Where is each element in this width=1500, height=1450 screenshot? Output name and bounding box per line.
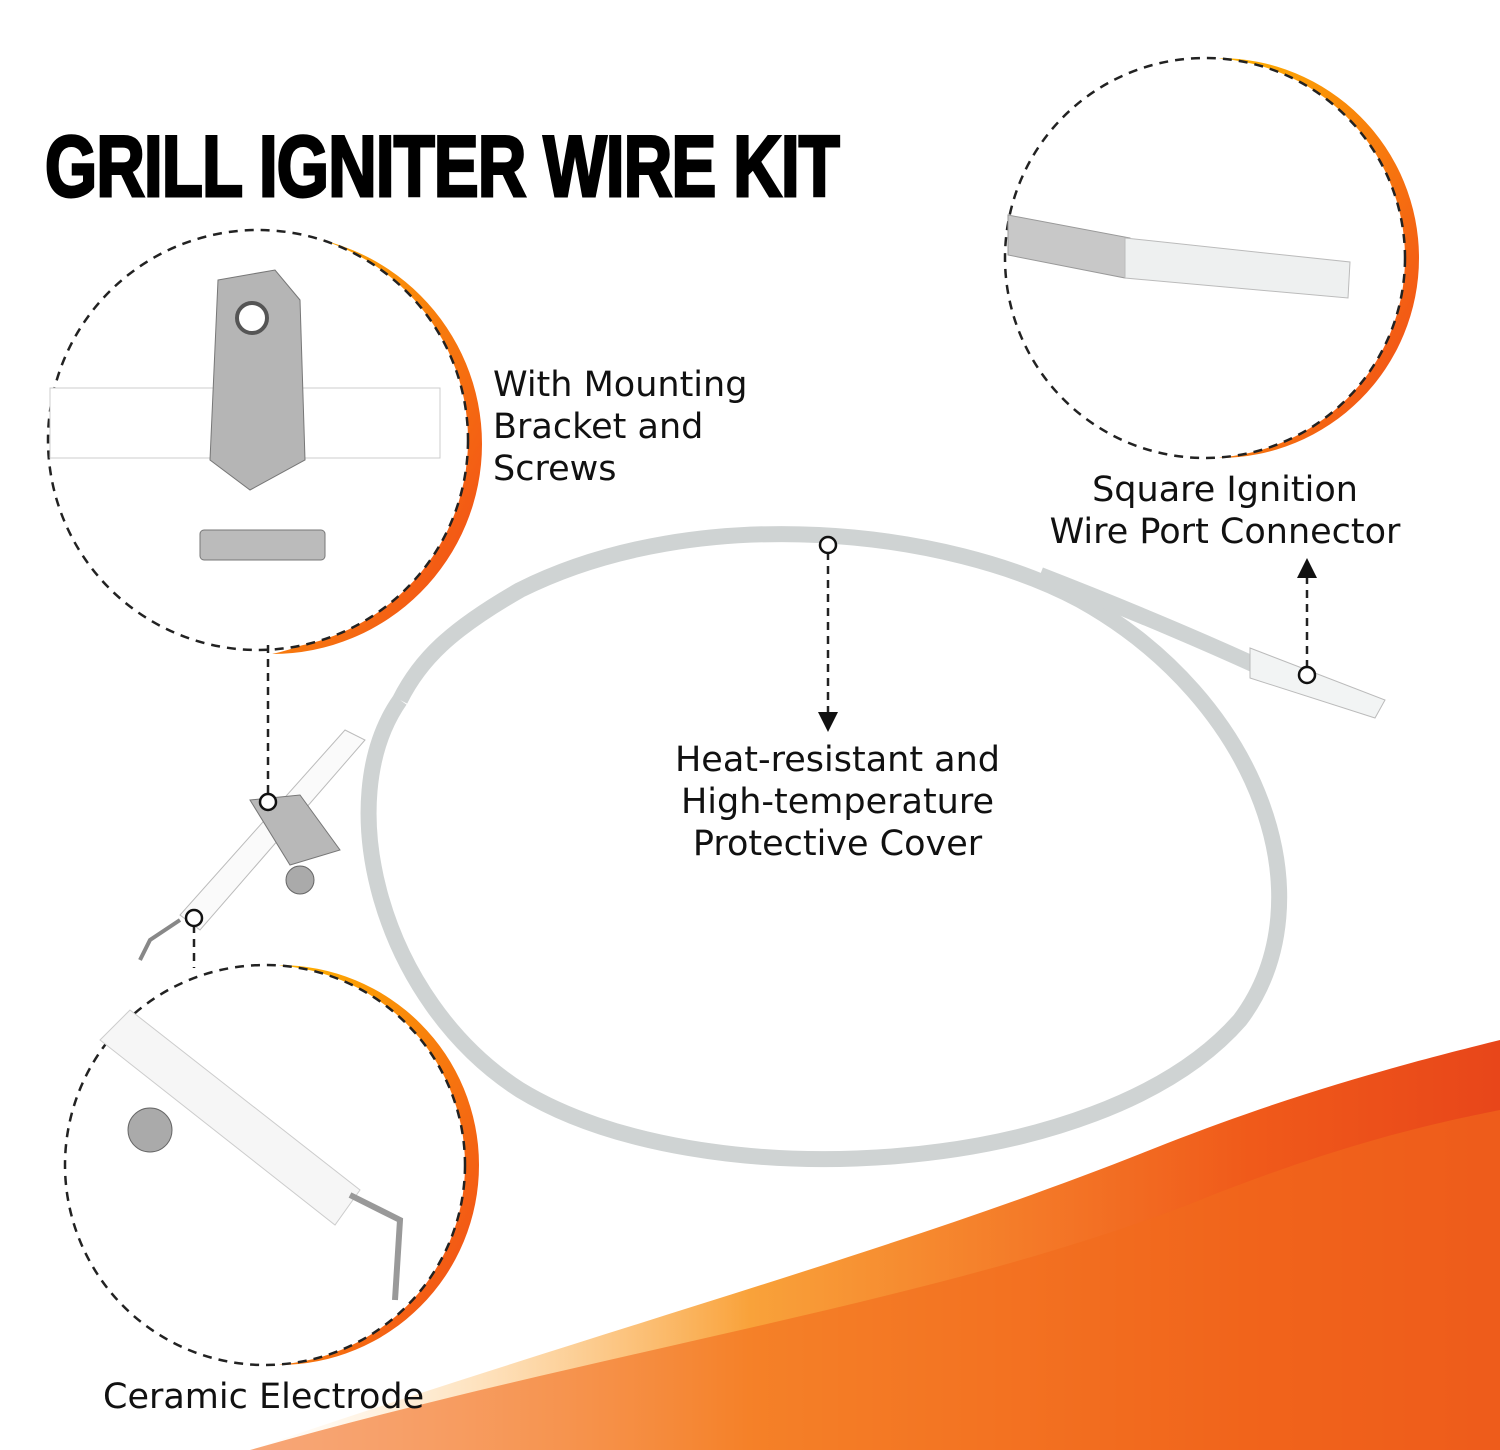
bracket-callout-line: Screws (493, 449, 617, 489)
page-title: GRILL IGNITER WIRE KIT (44, 118, 841, 217)
bracket-callout-line: With Mounting (493, 365, 748, 405)
cover-callout-line: Protective Cover (692, 824, 983, 864)
electrode-detail-circle (63, 963, 479, 1367)
igniter-wire (360, 526, 1288, 1168)
connector-callout: Square Ignition Wire Port Connector (1015, 469, 1435, 553)
connector-detail-circle (1003, 56, 1419, 460)
cover-callout-line: Heat-resistant and (674, 740, 1001, 780)
bracket-callout-line: Bracket and (493, 407, 704, 447)
connector-callout-line: Wire Port Connector (1049, 512, 1401, 552)
bracket-detail-circle (46, 228, 482, 654)
bracket-callout: With Mounting Bracket and Screws (493, 364, 747, 490)
cover-callout: Heat-resistant and High-temperature Prot… (640, 739, 1035, 865)
connector-callout-line: Square Ignition (1092, 470, 1358, 510)
electrode-callout: Ceramic Electrode (103, 1377, 425, 1417)
cover-callout-line: High-temperature (680, 782, 995, 822)
